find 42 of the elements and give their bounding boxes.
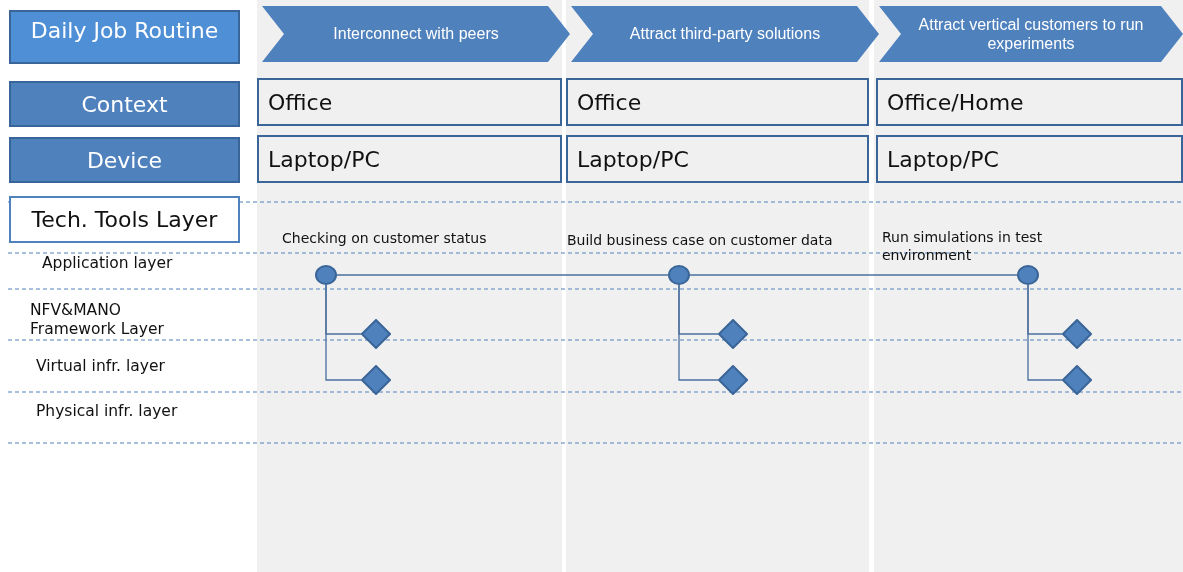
node-text: Office — [268, 89, 333, 115]
title-box — [9, 10, 240, 64]
node-text: Device — [86, 147, 163, 173]
table-cell — [876, 135, 1183, 183]
connector-line — [678, 284, 719, 381]
table-cell — [257, 78, 562, 126]
layer-label: Physical infr. layer — [36, 402, 179, 421]
node-text: Context — [81, 91, 168, 117]
node-text: Attract vertical customers to run experiments — [917, 14, 1145, 54]
node-text: Laptop/PC — [577, 146, 689, 172]
connector-line — [336, 274, 669, 276]
layer-label: Application layer — [42, 254, 174, 273]
activity-caption: Checking on customer status — [282, 230, 488, 248]
tool-diamond — [718, 319, 748, 349]
node-text: Office — [577, 89, 642, 115]
row-header-box — [9, 137, 240, 183]
table-cell — [257, 135, 562, 183]
tool-diamond — [361, 319, 391, 349]
tool-diamond — [718, 365, 748, 395]
node-text: Laptop/PC — [887, 146, 999, 172]
layer-label: Virtual infr. layer — [36, 357, 166, 376]
tool-diamond — [1062, 365, 1092, 395]
node-text: Laptop/PC — [268, 146, 380, 172]
tool-diamond — [1062, 319, 1092, 349]
activity-caption: Build business case on customer data — [567, 232, 834, 250]
connector-line — [689, 274, 1018, 276]
table-cell — [566, 135, 869, 183]
activity-caption: Run simulations in test environment — [882, 229, 1044, 264]
process-step-banner — [879, 6, 1183, 62]
row-header-box — [9, 81, 240, 127]
connector-line — [325, 284, 362, 381]
table-cell — [876, 78, 1183, 126]
row-header-box — [9, 196, 240, 243]
node-text: Interconnect with peers — [333, 24, 499, 44]
connector-line — [1027, 284, 1063, 381]
node-text: Attract third-party solutions — [629, 24, 821, 44]
table-cell — [566, 78, 869, 126]
node-text: Office/Home — [887, 89, 1024, 115]
node-text: Daily Job Routine — [30, 18, 219, 43]
node-text: Tech. Tools Layer — [31, 207, 218, 232]
tool-diamond — [361, 365, 391, 395]
layer-label: NFV&MANO Framework Layer — [30, 301, 165, 339]
